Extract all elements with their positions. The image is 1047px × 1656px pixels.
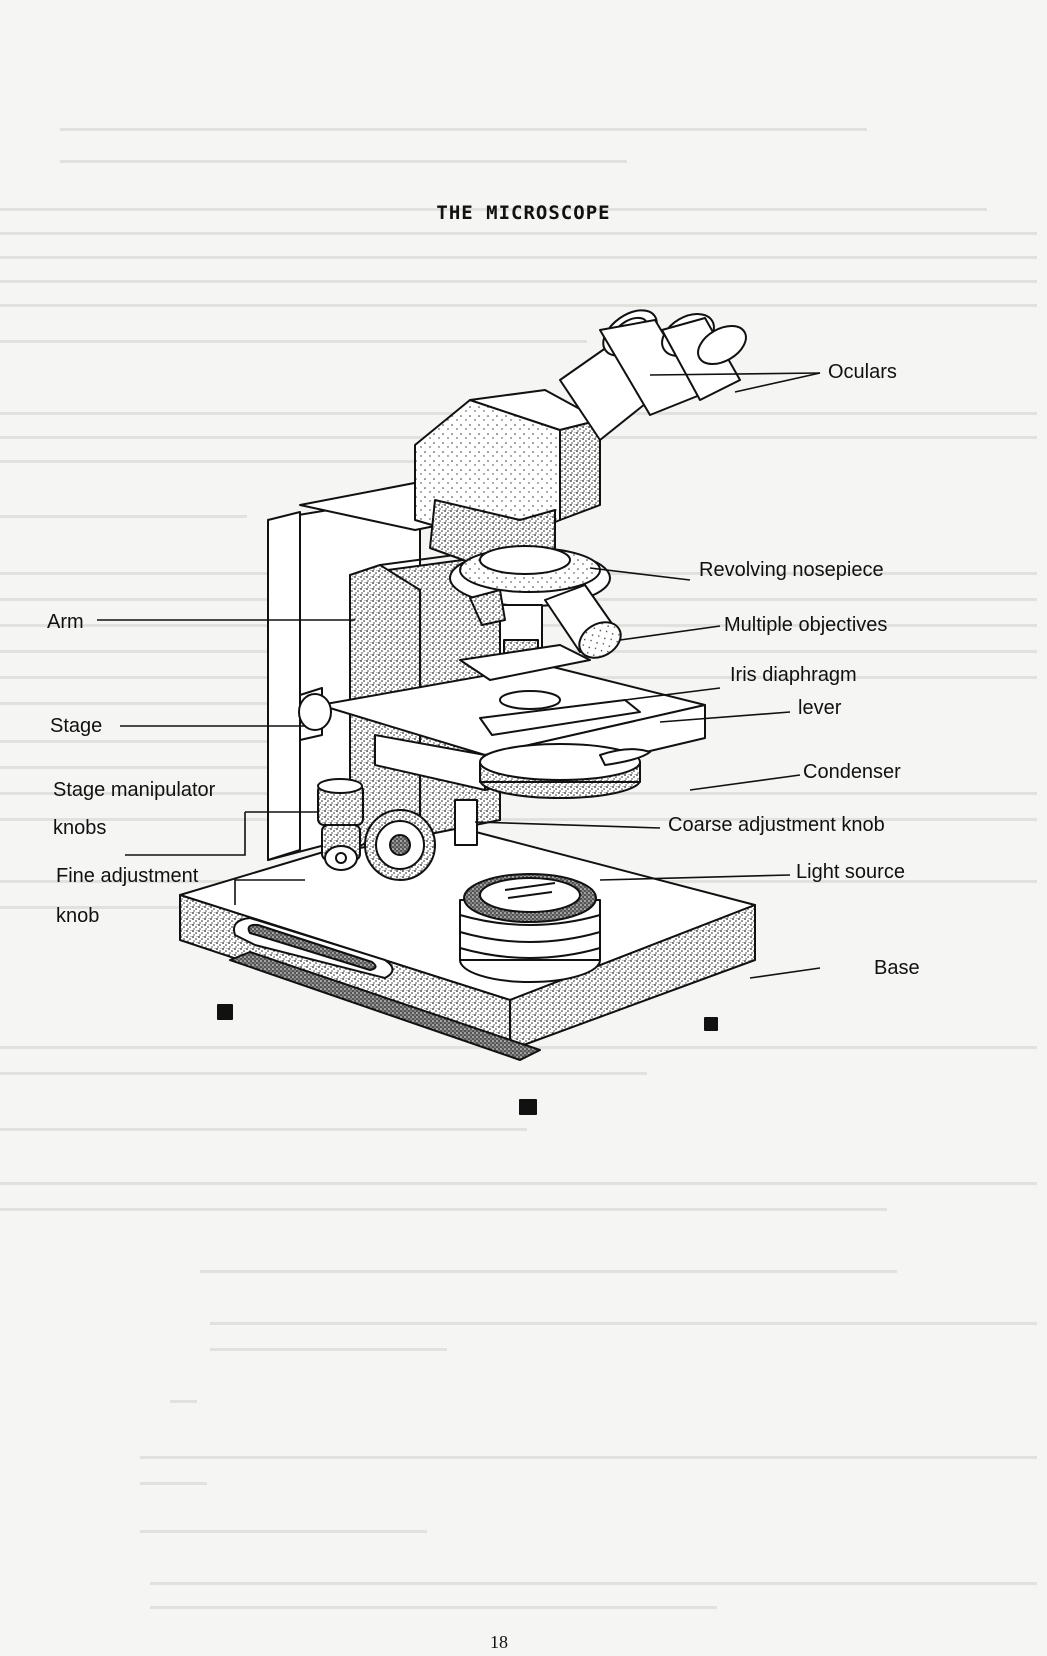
label-lever: lever <box>798 697 842 719</box>
label-light-source: Light source <box>796 861 905 883</box>
label-oculars: Oculars <box>828 361 897 383</box>
label-arm: Arm <box>47 611 84 633</box>
oculars <box>559 309 747 441</box>
label-fine-adjustment-line2: knob <box>56 905 100 927</box>
label-stage-manipulator-line1: Stage manipulator <box>53 779 216 801</box>
label-stage-manipulator-line2: knobs <box>53 817 107 839</box>
stage-manipulator-knobs <box>317 778 364 871</box>
condenser <box>479 743 651 799</box>
coarse-adjustment-knob <box>364 799 478 881</box>
label-condenser: Condenser <box>803 761 901 783</box>
light-source <box>459 873 601 983</box>
page-number: 18 <box>490 1632 508 1652</box>
label-stage: Stage <box>50 715 103 737</box>
label-fine-adjustment-line1: Fine adjustment <box>56 865 199 887</box>
label-iris-diaphragm: Iris diaphragm <box>730 664 857 686</box>
label-multiple-objectives: Multiple objectives <box>724 614 888 636</box>
label-coarse-adjustment-knob: Coarse adjustment knob <box>668 814 885 836</box>
label-revolving-nosepiece: Revolving nosepiece <box>699 559 884 581</box>
label-base: Base <box>874 957 920 979</box>
leader-lines <box>97 372 821 979</box>
page-title: THE MICROSCOPE <box>436 202 611 224</box>
